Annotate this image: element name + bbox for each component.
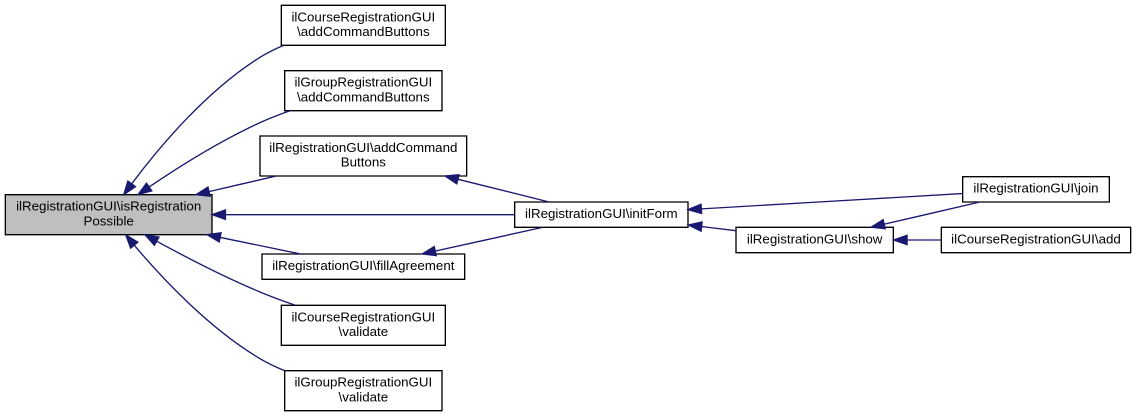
svg-text:ilRegistrationGUI\isRegistrati: ilRegistrationGUI\isRegistration (16, 199, 201, 214)
svg-text:Possible: Possible (83, 213, 133, 228)
svg-text:ilRegistrationGUI\initForm: ilRegistrationGUI\initForm (525, 206, 678, 221)
svg-text:ilCourseRegistrationGUI: ilCourseRegistrationGUI (291, 309, 435, 324)
svg-text:\addCommandButtons: \addCommandButtons (297, 24, 430, 39)
svg-text:\addCommandButtons: \addCommandButtons (297, 89, 430, 104)
svg-text:\validate: \validate (339, 389, 389, 404)
svg-text:Buttons: Buttons (341, 155, 387, 170)
svg-text:ilGroupRegistrationGUI: ilGroupRegistrationGUI (294, 375, 432, 390)
svg-text:ilCourseRegistrationGUI\add: ilCourseRegistrationGUI\add (951, 231, 1121, 246)
svg-text:ilRegistrationGUI\join: ilRegistrationGUI\join (973, 181, 1098, 196)
svg-text:ilRegistrationGUI\addCommand: ilRegistrationGUI\addCommand (269, 140, 457, 155)
svg-text:ilRegistrationGUI\fillAgreemen: ilRegistrationGUI\fillAgreement (272, 258, 455, 273)
svg-text:ilCourseRegistrationGUI: ilCourseRegistrationGUI (291, 9, 435, 24)
svg-text:\validate: \validate (339, 324, 389, 339)
svg-text:ilGroupRegistrationGUI: ilGroupRegistrationGUI (294, 75, 432, 90)
svg-text:ilRegistrationGUI\show: ilRegistrationGUI\show (747, 231, 883, 246)
